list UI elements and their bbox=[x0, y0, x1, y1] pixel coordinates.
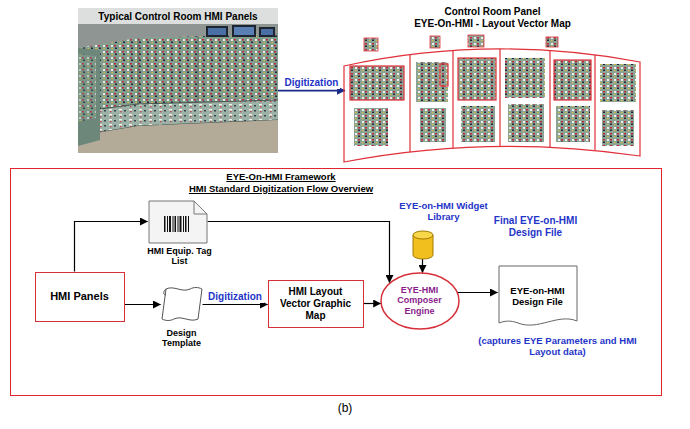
control-room-photo bbox=[78, 8, 278, 153]
barcode-bar bbox=[183, 216, 184, 232]
connector-arrow bbox=[457, 292, 498, 293]
connector-arrow bbox=[364, 303, 381, 304]
barcode-bar bbox=[188, 216, 189, 232]
template-scroll-icon bbox=[160, 285, 204, 325]
node-label: EYE-On-HMI - Layout Vector Map bbox=[340, 18, 645, 30]
connector-arrow bbox=[75, 222, 148, 272]
document-icon bbox=[148, 200, 208, 244]
text-slot: EYE-on-HMI Widget Library bbox=[398, 200, 490, 223]
scroll-curl bbox=[163, 289, 165, 295]
heading: EYE-On-HMI Framework bbox=[156, 171, 406, 182]
connector-arrow bbox=[203, 304, 268, 305]
barcode-bar bbox=[179, 216, 181, 232]
edge-label: Digitization bbox=[283, 77, 341, 89]
node-label: HMI Equip. Tag List bbox=[147, 246, 213, 268]
connector-arrow bbox=[125, 304, 161, 305]
tag-node: HMI Equip. Tag List bbox=[140, 200, 220, 268]
node-label: Design Template bbox=[150, 328, 214, 350]
ellipse-node: EYE-HMI Composer Engine bbox=[380, 272, 460, 330]
connector-arrow bbox=[278, 90, 345, 92]
photo-node: Typical Control Room HMI Panels bbox=[78, 8, 278, 153]
file-node: Final EYE-on-HMI Design FileEYE-on-HMI D… bbox=[470, 203, 646, 368]
text-slot: HMI Equip. Tag List bbox=[147, 246, 213, 268]
process-box: HMI Panels bbox=[35, 272, 125, 322]
cylinder-top bbox=[413, 231, 433, 239]
ellipse-outline bbox=[381, 273, 459, 329]
text-slot: HMI Panels bbox=[36, 273, 124, 321]
node-label: EYE-on-HMI Design File bbox=[504, 285, 572, 308]
heading: Typical Control Room HMI Panels bbox=[78, 11, 278, 23]
scroll-outline bbox=[162, 287, 202, 320]
scroll-node: Design Template bbox=[150, 285, 214, 351]
text-slot: HMI Standard Digitization Flow Overview bbox=[156, 183, 406, 194]
connector-arrow bbox=[422, 259, 423, 273]
barcode-bar bbox=[174, 216, 176, 232]
text-slot: Typical Control Room HMI Panels bbox=[78, 11, 278, 23]
process-box: HMI Layout Vector Graphic Map bbox=[268, 280, 364, 328]
node-label: (captures EYE Parameters and HMI Layout … bbox=[470, 335, 646, 358]
barcode-bar bbox=[185, 216, 187, 232]
document-outline bbox=[499, 266, 577, 325]
barcode-bar bbox=[167, 216, 168, 232]
caption: (b) bbox=[0, 401, 690, 415]
heading: Control Room Panel bbox=[340, 6, 645, 18]
text-slot: Final EYE-on-HMI Design File bbox=[484, 215, 588, 239]
database-cylinder bbox=[412, 230, 434, 260]
node-label: EYE-HMI Composer Engine bbox=[390, 285, 450, 316]
barcode-bar bbox=[172, 216, 173, 232]
text-slot: EYE-On-HMI Framework bbox=[156, 171, 406, 182]
text-slot: Design Template bbox=[150, 328, 214, 350]
text-slot: EYE-HMI Composer Engine bbox=[380, 272, 460, 330]
node-label: HMI Layout Vector Graphic Map bbox=[273, 286, 359, 322]
layout-vector-map bbox=[340, 6, 645, 166]
text-slot: EYE-On-HMI - Layout Vector Map bbox=[340, 18, 645, 30]
db-node: EYE-on-HMI Widget Library bbox=[398, 200, 490, 262]
text-slot: HMI Layout Vector Graphic Map bbox=[269, 281, 363, 327]
map-node: Control Room PanelEYE-On-HMI - Layout Ve… bbox=[340, 6, 645, 166]
node-label: HMI Standard Digitization Flow Overview bbox=[156, 183, 406, 194]
text-slot: EYE-on-HMI Design File bbox=[504, 285, 572, 308]
edge-label: Digitization bbox=[206, 291, 264, 303]
barcode-bar bbox=[177, 216, 178, 232]
node-label: HMI Panels bbox=[50, 290, 109, 303]
node-label: EYE-on-HMI Widget Library bbox=[398, 200, 490, 223]
document-fold bbox=[194, 201, 207, 214]
connector-arrow bbox=[208, 222, 390, 283]
framework-box: EYE-On-HMI FrameworkHMI Standard Digitiz… bbox=[10, 168, 662, 396]
text-slot: (captures EYE Parameters and HMI Layout … bbox=[470, 335, 646, 358]
barcode-bar bbox=[164, 216, 166, 232]
node-label: Final EYE-on-HMI Design File bbox=[484, 215, 588, 239]
document-outline bbox=[149, 201, 207, 243]
barcode-bar bbox=[169, 216, 171, 232]
text-slot: Control Room Panel bbox=[340, 6, 645, 18]
